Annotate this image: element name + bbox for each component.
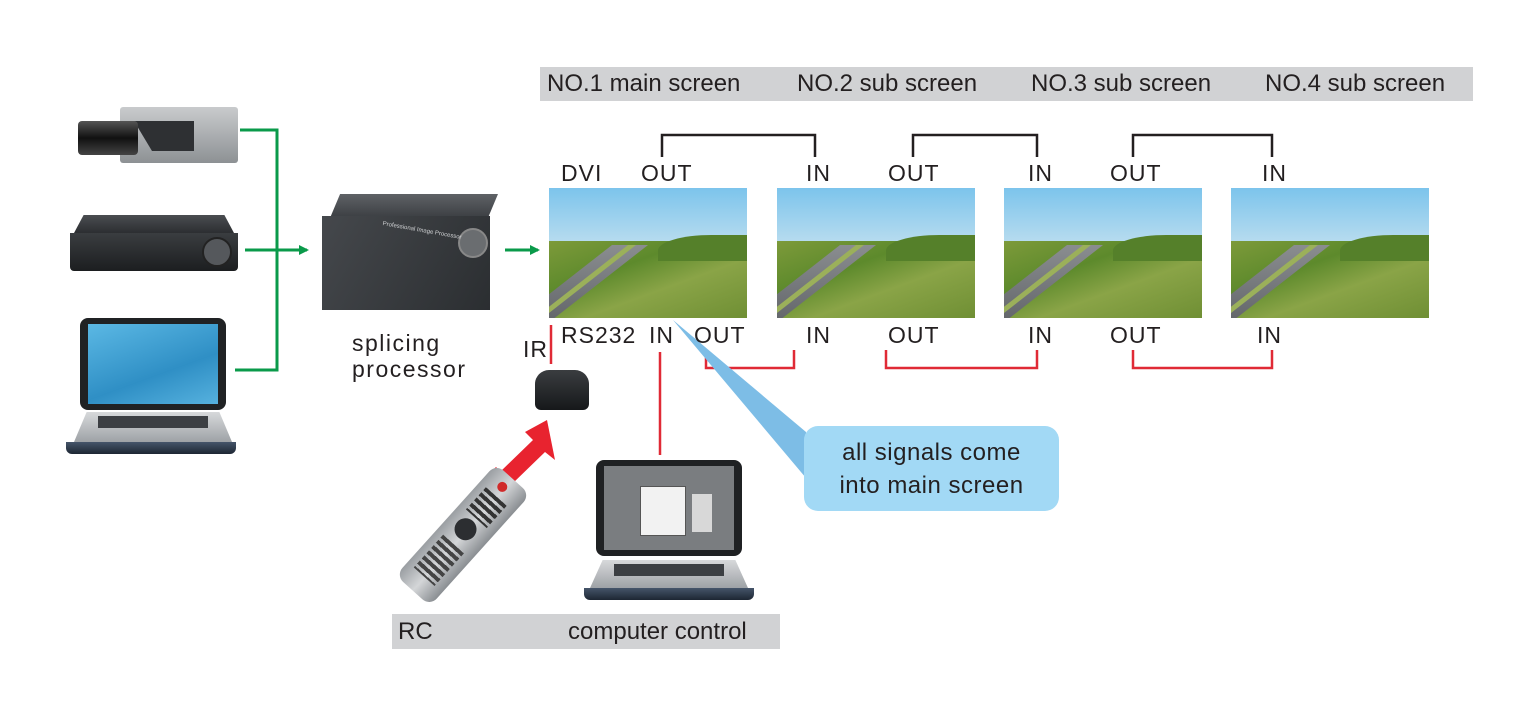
computer-control-label: computer control xyxy=(568,618,747,645)
screen-1-main xyxy=(549,188,747,318)
top-loop-3-4 xyxy=(1131,133,1274,157)
splicing-processor-device: Professional Image Processor xyxy=(322,194,498,312)
bottom-loop-2-3 xyxy=(884,350,1039,370)
port-label-s2-bottom-out: OUT xyxy=(888,322,940,348)
bottom-loop-3-4 xyxy=(1131,350,1274,370)
port-label-dvi: DVI xyxy=(561,160,603,186)
laptop-icon xyxy=(66,318,236,460)
port-label-s3-top-out: OUT xyxy=(1110,160,1162,186)
processor-label-line1: splicing xyxy=(352,330,441,356)
port-label-s3-bottom-out: OUT xyxy=(1110,322,1162,348)
port-label-s3-bottom-in: IN xyxy=(1028,322,1053,348)
control-computer-icon xyxy=(584,460,754,602)
ir-receiver-icon xyxy=(535,370,589,410)
port-label-s2-bottom-in: IN xyxy=(806,322,831,348)
port-label-rs232: RS232 xyxy=(561,322,637,348)
ir-label: IR xyxy=(523,336,548,362)
port-label-s1-top-out: OUT xyxy=(641,160,693,186)
screen-4-title: NO.4 sub screen xyxy=(1265,70,1446,97)
callout-pointer xyxy=(673,320,806,478)
screen-1-title: NO.1 main screen xyxy=(547,70,741,97)
screen-4-sub xyxy=(1231,188,1429,318)
screen-title-banner: NO.1 main screen NO.2 sub screen NO.3 su… xyxy=(540,67,1473,101)
screen-3-title: NO.3 sub screen xyxy=(1031,70,1212,97)
port-label-s2-top-out: OUT xyxy=(888,160,940,186)
video-input-bus xyxy=(235,128,540,372)
top-loop-links xyxy=(660,133,1274,157)
port-label-s4-bottom-in: IN xyxy=(1257,322,1282,348)
cctv-camera-icon xyxy=(76,105,238,167)
screen-2-title: NO.2 sub screen xyxy=(797,70,978,97)
port-label-s4-top-in: IN xyxy=(1262,160,1287,186)
callout-line1: all signals come xyxy=(842,439,1021,466)
port-label-s3-top-in: IN xyxy=(1028,160,1053,186)
port-label-s1-bottom-out: OUT xyxy=(694,322,746,348)
port-label-s2-top-in: IN xyxy=(806,160,831,186)
top-loop-2-3 xyxy=(911,133,1039,157)
callout-box: all signals come into main screen xyxy=(804,426,1059,511)
control-software-window xyxy=(640,486,686,536)
callout-line2: into main screen xyxy=(839,472,1024,499)
top-loop-1-2 xyxy=(660,133,817,157)
screen-3-sub xyxy=(1004,188,1202,318)
screen-2-sub xyxy=(777,188,975,318)
control-banner: RC computer control xyxy=(392,614,780,649)
processor-fan-icon xyxy=(458,228,488,258)
processor-label-line2: processor xyxy=(352,356,467,382)
processor-label: splicing processor xyxy=(352,330,466,382)
rc-label: RC xyxy=(398,618,433,645)
port-label-s1-bottom-in: IN xyxy=(649,322,674,348)
dvr-recorder-icon xyxy=(70,215,238,273)
